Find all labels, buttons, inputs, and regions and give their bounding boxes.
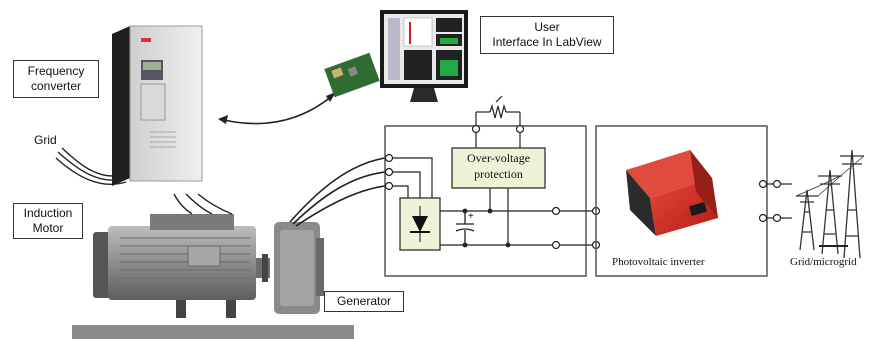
dc-output-terminals <box>553 208 600 249</box>
rectifier-symbol <box>400 198 440 250</box>
generator-image <box>274 222 324 314</box>
capacitor-polarity-label: + <box>468 211 474 222</box>
generator-label: Generator <box>324 291 404 312</box>
user-interface-label-line-2: Interface In LabView <box>481 35 613 50</box>
input-terminals <box>386 155 393 190</box>
overvoltage-protection-label-line-1: Over-voltage <box>452 150 545 166</box>
photovoltaic-inverter-image <box>626 150 718 236</box>
frequency-converter-label-line-1: Frequency <box>14 64 98 79</box>
communication-arrow <box>218 92 336 124</box>
user-interface-label: User Interface In LabView <box>480 16 614 54</box>
grid-output-lines <box>766 184 792 218</box>
transmission-towers-image <box>796 150 864 258</box>
frequency-converter-label-line-2: converter <box>14 79 98 94</box>
motor-terminal-wires <box>174 194 232 214</box>
photovoltaic-inverter-label: Photovoltaic inverter <box>612 256 705 268</box>
induction-motor-image <box>93 214 270 318</box>
dc-bus <box>440 211 594 245</box>
inverter-output-terminals <box>760 181 781 222</box>
induction-motor-label-line-2: Motor <box>14 221 82 236</box>
generator-output-cables <box>290 158 385 226</box>
induction-motor-label-line-1: Induction <box>14 206 82 221</box>
mounting-base <box>72 325 354 339</box>
protection-resistor <box>476 96 520 127</box>
input-lines <box>392 158 432 198</box>
frequency-converter-image <box>112 26 202 186</box>
frequency-converter-label: Frequency converter <box>13 60 99 98</box>
overvoltage-protection-label-line-2: protection <box>452 166 545 182</box>
overvoltage-protection-label: Over-voltage protection <box>452 150 545 182</box>
grid-input-label: Grid <box>34 133 57 147</box>
labview-computer-image <box>324 10 468 102</box>
grid-microgrid-label: Grid/microgrid <box>790 256 857 268</box>
user-interface-label-line-1: User <box>481 20 613 35</box>
induction-motor-label: Induction Motor <box>13 203 83 239</box>
